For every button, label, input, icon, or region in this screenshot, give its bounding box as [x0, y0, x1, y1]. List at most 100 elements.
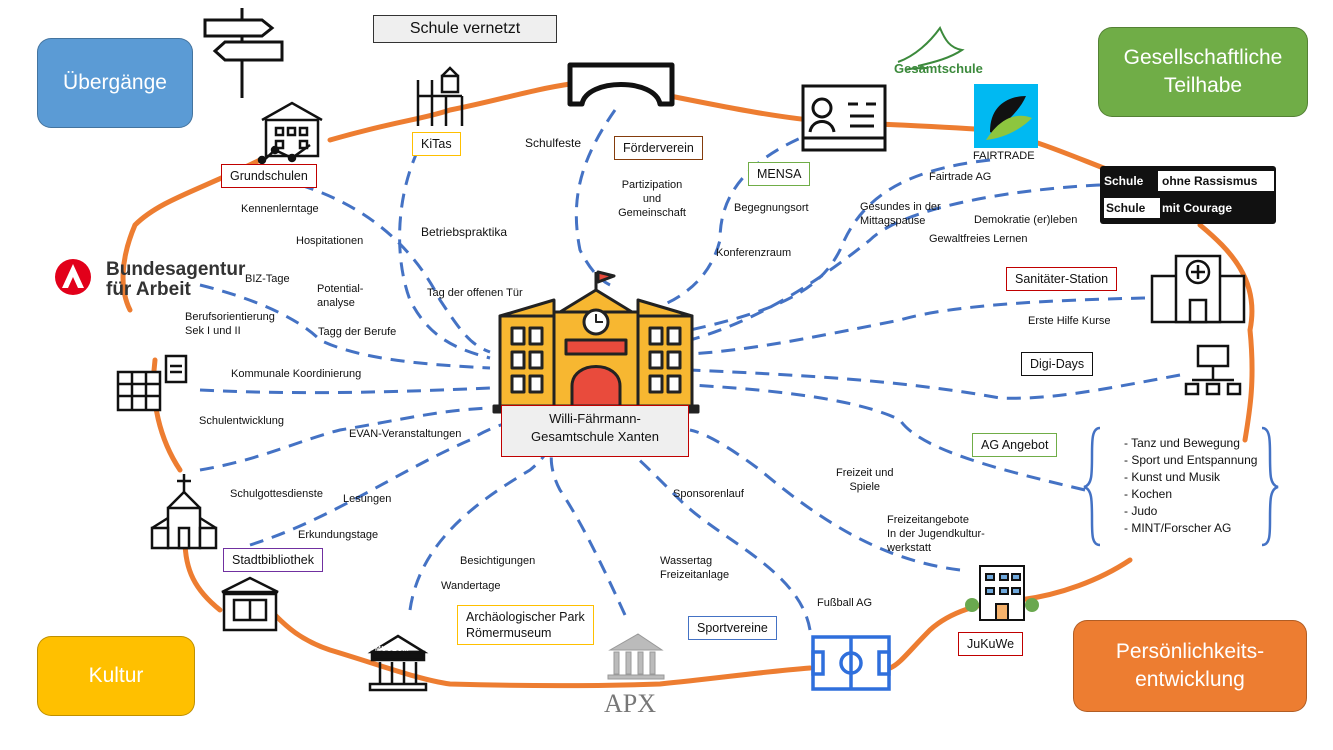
bridge-icon — [567, 62, 675, 107]
label-lesungen: Lesungen — [343, 493, 392, 505]
label-schulfeste: Schulfeste — [525, 136, 582, 150]
office-building-icon — [116, 354, 188, 412]
ag-list-item: - MINT/Forscher AG — [1124, 521, 1232, 535]
rassismus-line2-left: Schule — [1104, 198, 1160, 218]
label-berufsorientierung: Berufsorientierung Sek I und II — [185, 311, 275, 337]
rassismus-line1-right: ohne Rassismus — [1158, 171, 1274, 191]
connection-rassismus — [689, 183, 1101, 342]
grundschule-icon — [257, 101, 323, 165]
center-school-name: Willi-Fährmann- Gesamtschule Xanten — [501, 405, 689, 457]
connection-sani — [689, 296, 1146, 356]
label-freizeitangebote: Freizeitangebote In der Jugendkultur- we… — [887, 514, 985, 554]
connection-bridge — [574, 109, 617, 287]
connection-apx — [549, 451, 627, 616]
ag-list-item: - Judo — [1124, 504, 1158, 518]
connection-sport — [629, 450, 812, 631]
connection-bundesagentur — [199, 283, 491, 370]
fairtrade-logo-text: FAIRTRADE — [973, 150, 1035, 162]
label-schulgottesdienste: Schulgottesdienste — [230, 488, 323, 500]
connection-grundschulen — [299, 183, 491, 354]
label-demokratie-erleben: Demokratie (er)leben — [974, 214, 1078, 226]
connection-museum — [408, 449, 550, 611]
label-fussball-ag: Fußball AG — [817, 597, 873, 609]
ag-list-item: - Sport und Entspannung — [1124, 453, 1258, 467]
library-icon — [221, 576, 279, 632]
church-icon — [150, 474, 218, 550]
label-biz-tage: BIZ-Tage — [245, 273, 290, 285]
kita-desk-icon — [416, 66, 464, 126]
label-erste-hilfe-kurse: Erste Hilfe Kurse — [1028, 315, 1111, 327]
label-konferenzraum: Konferenzraum — [716, 247, 792, 259]
central-school-icon — [492, 270, 700, 414]
apx-text: APX — [604, 689, 657, 718]
category-kultur: Kultur — [37, 636, 195, 716]
fairtrade-logo-icon — [974, 84, 1038, 148]
label-potentialanalyse: Potential- analyse — [317, 283, 364, 309]
signpost-icon — [203, 8, 284, 98]
gesamtschule-dove-icon — [897, 25, 965, 71]
museum-icon — [367, 634, 429, 692]
ag-list-item: - Kochen — [1124, 487, 1173, 501]
label-wandertage: Wandertage — [441, 580, 501, 592]
ag-list-brace — [1083, 426, 1279, 547]
connection-ag — [689, 383, 1086, 492]
bundesagentur-logo-icon — [55, 259, 91, 295]
category-uebergaenge: Übergänge — [37, 38, 193, 128]
partner-mensa: MENSA — [748, 162, 811, 186]
connection-jukuwe — [689, 428, 961, 572]
label-evan-veranstaltungen: EVAN-Veranstaltungen — [349, 428, 462, 440]
partner-sportvereine: Sportvereine — [688, 616, 777, 640]
category-persoenlichkeitsentwicklung: Persönlichkeits- entwicklung — [1073, 620, 1307, 712]
mensa-kiosk-icon — [801, 84, 887, 152]
partner-grundschulen: Grundschulen — [221, 164, 317, 188]
blue-connection-lines — [199, 109, 1181, 631]
rassismus-line1-left: Schule — [1104, 174, 1144, 188]
partner-ag-angebot: AG Angebot — [972, 433, 1058, 457]
ag-list-item: - Kunst und Musik — [1124, 470, 1221, 484]
partner-sanitaeter-station: Sanitäter-Station — [1006, 267, 1118, 291]
label-tagg-der-berufe: Tagg der Berufe — [318, 326, 397, 338]
ag-list: - Tanz und Bewegung - Sport und Entspann… — [1124, 435, 1257, 537]
network-computer-icon — [1184, 344, 1242, 396]
category-gesellschaftliche-teilhabe: Gesellschaftliche Teilhabe — [1098, 27, 1308, 117]
partner-kitas: KiTas — [412, 132, 461, 156]
connection-church — [199, 406, 491, 472]
label-wassertag: Wassertag Freizeitanlage — [660, 555, 730, 581]
label-freizeit-und-spiele: Freizeit und Spiele — [836, 467, 894, 493]
soccer-field-icon — [811, 635, 891, 691]
museum-logo-text: MUSEUM — [375, 646, 410, 653]
connection-digi — [689, 368, 1181, 400]
partner-stadtbibliothek: Stadtbibliothek — [223, 548, 324, 572]
label-fairtrade-ag: Fairtrade AG — [929, 171, 992, 183]
schule-ohne-rassismus-logo: Schule ohne Rassismus Schule mit Courage — [1100, 166, 1276, 224]
rassismus-line2-right: mit Courage — [1162, 201, 1233, 215]
partner-archaeologischer-park: Archäologischer Park Römermuseum — [457, 605, 594, 645]
ag-list-item: - Tanz und Bewegung — [1124, 436, 1240, 450]
label-betriebspraktika: Betriebspraktika — [421, 225, 508, 239]
bundesagentur-logo-text: Bundesagentur für Arbeit — [106, 259, 246, 300]
label-gewaltfreies-lernen: Gewaltfreies Lernen — [929, 233, 1028, 245]
label-besichtigungen: Besichtigungen — [460, 555, 536, 567]
partner-digi-days: Digi-Days — [1021, 352, 1094, 376]
label-begegnungsort: Begegnungsort — [734, 202, 809, 214]
connection-fairtrade — [689, 158, 991, 332]
label-erkundungstage: Erkundungstage — [298, 529, 379, 541]
connection-bibliothek — [249, 420, 511, 547]
partner-foerderverein: Förderverein — [614, 136, 703, 160]
jukuwe-building-icon — [965, 565, 1039, 621]
connection-mensa — [649, 128, 821, 312]
label-partizipation: Partizipation und Gemeinschaft — [618, 179, 686, 219]
title-schule-vernetzt: Schule vernetzt — [373, 15, 557, 43]
apx-logo-text: APX — [604, 689, 656, 719]
label-schulentwicklung: Schulentwicklung — [199, 415, 284, 427]
center-line-2: Gesamtschule Xanten — [531, 429, 659, 444]
label-tag-der-offenen-tuer: Tag der offenen Tür — [427, 287, 523, 299]
label-gesundes-in-der-mittagspause: Gesundes in der Mittagspause — [860, 201, 941, 227]
hospital-icon — [1150, 254, 1246, 324]
apx-temple-icon — [607, 633, 665, 680]
center-line-1: Willi-Fährmann- — [549, 411, 641, 426]
connection-kitas — [398, 149, 491, 360]
connection-kommunal — [199, 386, 491, 395]
label-sponsorenlauf: Sponsorenlauf — [673, 488, 744, 500]
